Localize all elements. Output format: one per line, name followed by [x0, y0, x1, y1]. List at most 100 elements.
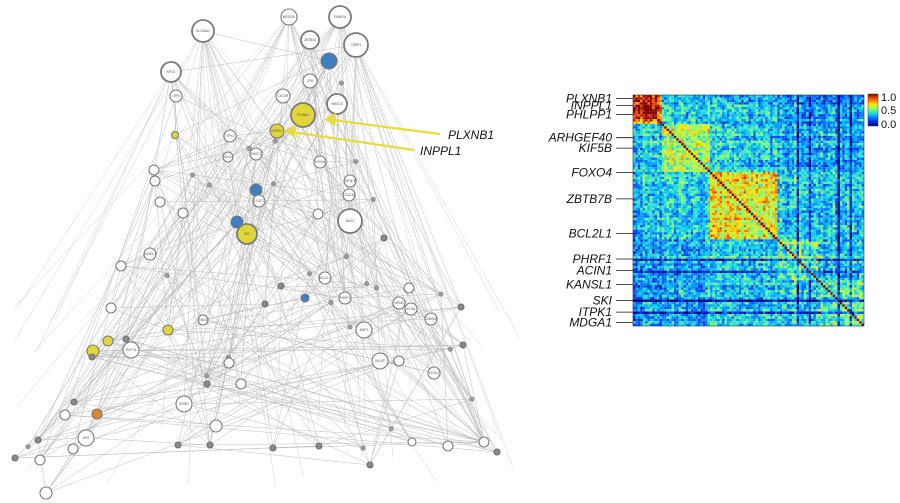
heatmap-cell: [784, 131, 788, 134]
heatmap-cell: [688, 102, 691, 105]
heatmap-cell: [647, 116, 650, 120]
heatmap-cell: [772, 123, 776, 127]
heatmap-cell: [695, 114, 699, 117]
heatmap-cell: [688, 167, 691, 170]
heatmap-cell: [722, 188, 725, 192]
heatmap-cell: [707, 133, 711, 136]
heatmap-cell: [748, 167, 751, 170]
heatmap-cell: [637, 157, 641, 161]
network-edge: [202, 30, 286, 320]
heatmap-cell: [779, 155, 783, 158]
heatmap-cell: [753, 104, 756, 108]
heatmap-cell: [839, 147, 843, 151]
heatmap-cell: [705, 116, 708, 120]
heatmap-cell: [736, 164, 739, 168]
heatmap-cell: [654, 140, 658, 144]
heatmap-cell: [806, 111, 809, 115]
heatmap-cell: [758, 184, 761, 187]
heatmap-cell: [782, 131, 785, 134]
heatmap-cell: [755, 150, 759, 153]
heatmap-cell: [772, 203, 776, 206]
heatmap-cell: [697, 97, 701, 100]
heatmap-cell: [685, 107, 689, 110]
heatmap-cell: [760, 188, 763, 192]
heatmap-cell: [772, 198, 776, 201]
heatmap-cell: [669, 126, 672, 129]
heatmap-cell: [847, 121, 850, 124]
heatmap-cell: [700, 193, 703, 197]
heatmap-cell: [748, 114, 751, 117]
heatmap-cell: [748, 133, 751, 136]
heatmap-cell: [685, 99, 689, 103]
heatmap-cell: [782, 147, 785, 151]
heatmap-cell: [729, 152, 732, 156]
heatmap-cell: [743, 107, 747, 110]
heatmap-cell: [681, 162, 684, 165]
heatmap-cell: [847, 114, 850, 117]
heatmap-cell: [851, 140, 855, 144]
heatmap-cell: [683, 143, 686, 146]
heatmap-cell: [801, 104, 804, 108]
heatmap-cell: [719, 196, 723, 199]
heatmap-cell: [796, 188, 800, 192]
heatmap-cell: [666, 164, 670, 168]
heatmap-cell: [758, 174, 761, 177]
heatmap-cell: [738, 128, 742, 132]
heatmap-cell: [753, 200, 756, 204]
heatmap-cell: [710, 191, 713, 194]
heatmap-cell: [818, 95, 821, 98]
heatmap-cell: [825, 138, 828, 141]
heatmap-cell: [772, 196, 776, 199]
heatmap-cell: [779, 184, 783, 187]
heatmap-cell: [705, 174, 708, 177]
heatmap-cell: [820, 121, 824, 124]
heatmap-cell: [722, 198, 725, 201]
heatmap-cell: [702, 138, 706, 141]
heatmap-cell: [642, 159, 646, 163]
network-edge: [339, 16, 435, 374]
heatmap-cell: [794, 135, 797, 139]
heatmap-cell: [830, 111, 833, 115]
heatmap-cell: [854, 188, 857, 192]
heatmap-cell: [676, 150, 679, 153]
heatmap-cell: [664, 191, 667, 194]
heatmap-cell: [640, 184, 643, 187]
network-edge: [125, 174, 193, 340]
heatmap-cell: [717, 123, 720, 127]
heatmap-cell: [755, 152, 759, 156]
heatmap-cell: [774, 104, 778, 108]
heatmap-cell: [746, 157, 749, 161]
heatmap-cell: [823, 119, 826, 122]
heatmap-cell: [774, 143, 778, 146]
heatmap-cell: [700, 196, 703, 199]
heatmap-cell: [839, 150, 843, 153]
heatmap-cell: [669, 109, 672, 112]
heatmap-cell: [671, 145, 674, 148]
heatmap-cell: [856, 104, 860, 108]
heatmap-cell: [717, 104, 720, 108]
heatmap-cell: [710, 196, 713, 199]
heatmap-cell: [753, 152, 756, 156]
heatmap-cell: [789, 167, 792, 170]
heatmap-cell: [700, 191, 703, 194]
heatmap-cell: [741, 99, 744, 103]
heatmap-cell: [731, 184, 735, 187]
heatmap-cell: [801, 203, 804, 206]
heatmap-cell: [762, 145, 766, 148]
heatmap-cell: [842, 157, 845, 161]
heatmap-cell: [654, 111, 658, 115]
heatmap-cell: [820, 191, 824, 194]
heatmap-cell: [707, 152, 711, 156]
heatmap-cell: [642, 164, 646, 168]
network-edge: [332, 16, 341, 313]
heatmap-cell: [659, 196, 662, 199]
heatmap-cell: [669, 95, 672, 98]
heatmap-cell: [818, 150, 821, 153]
heatmap-cell: [738, 157, 742, 161]
heatmap-cell: [777, 116, 780, 120]
heatmap-cell: [854, 159, 857, 163]
heatmap-cell: [820, 196, 824, 199]
heatmap-cell: [707, 107, 711, 110]
heatmap-cell: [815, 135, 819, 139]
network-edge: [202, 30, 241, 409]
